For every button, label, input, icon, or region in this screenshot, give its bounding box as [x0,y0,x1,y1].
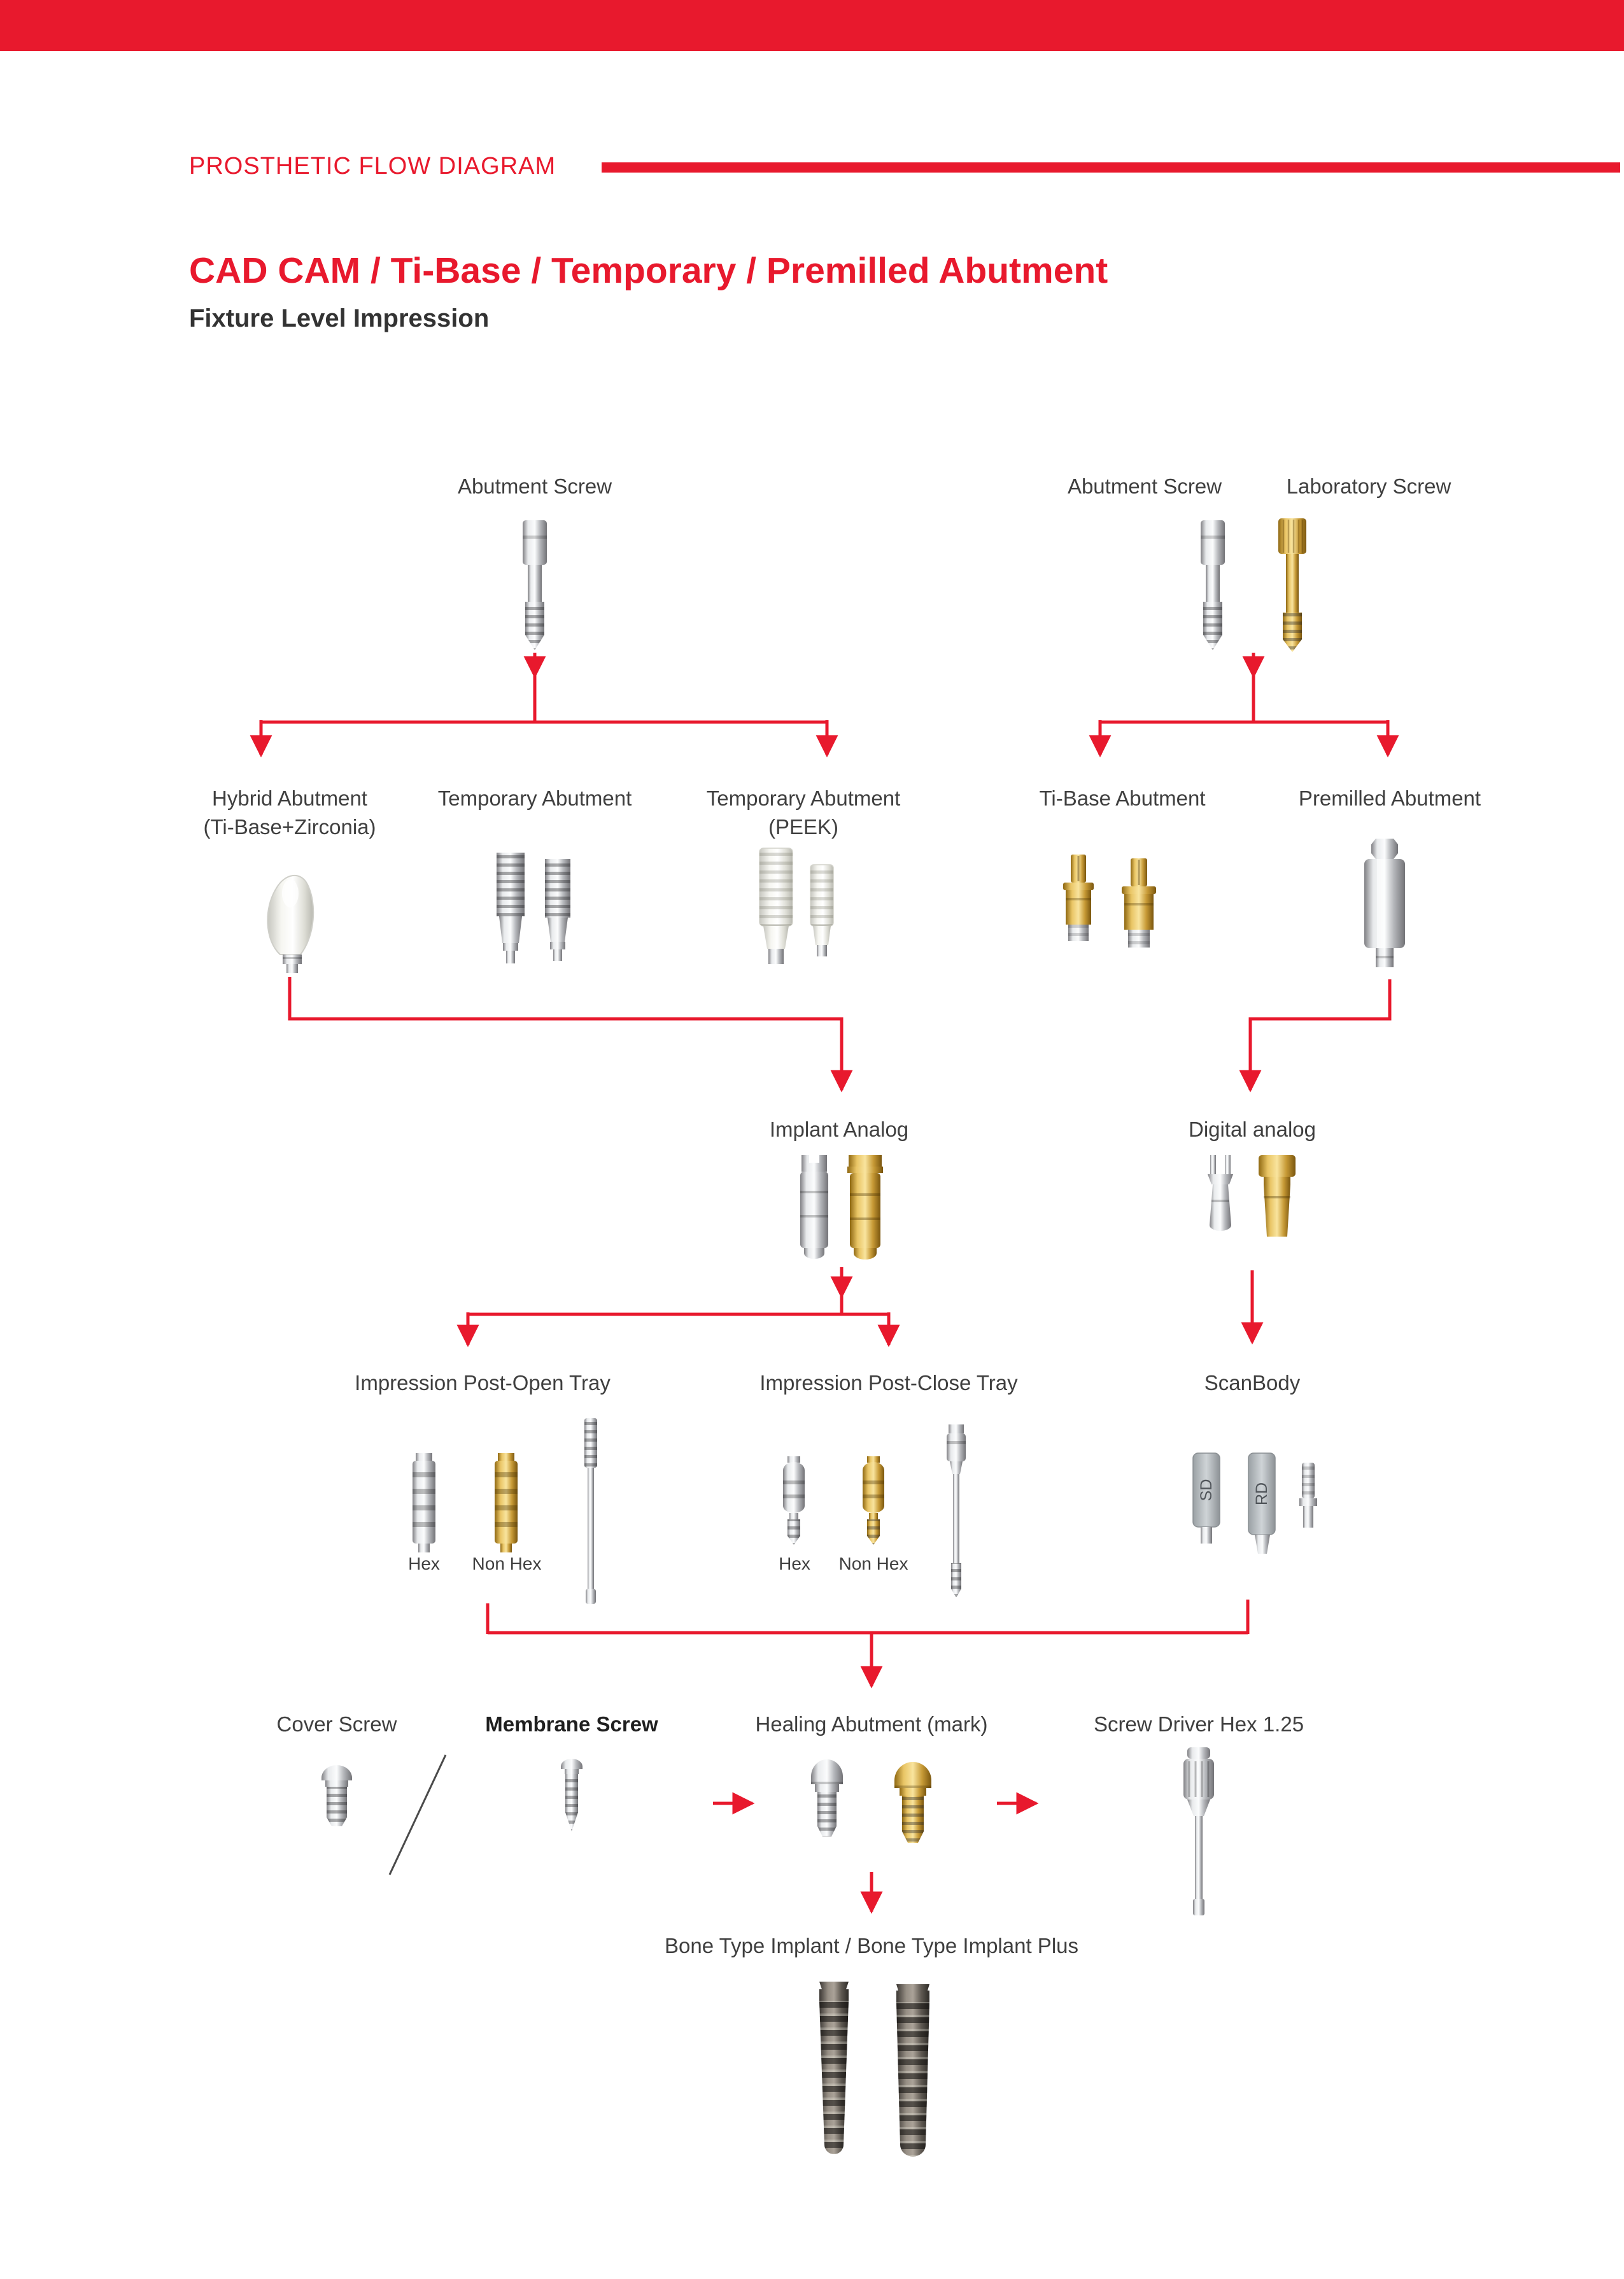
premilled-abutment-image [1364,839,1405,967]
label-close-nonhex: Non Hex [838,1554,908,1573]
laboratory-screw-image [1278,518,1306,652]
or-slash [388,1754,447,1875]
healing-abutment-silver-image [811,1759,843,1836]
impression-post-open-nonhex-image [495,1453,518,1552]
page-title: CAD CAM / Ti-Base / Temporary / Premille… [189,250,1108,291]
bone-type-implant-plus-image [896,1984,929,2157]
impression-post-close-hex-image [783,1456,805,1545]
label-open-nonhex: Non Hex [472,1554,542,1573]
page-subtitle: Fixture Level Impression [189,304,490,332]
label-close-hex: Hex [779,1554,810,1573]
abutment-screw-left-image [523,520,547,650]
digital-analog-image [1208,1155,1296,1237]
healing-abutment-gold-image [894,1762,931,1843]
connector-to-analogs [288,977,1392,1093]
tibase-abutment-image [1063,855,1156,948]
label-impression-post-open: Impression Post-Open Tray [355,1371,611,1395]
scanbody-rd-text: RD [1253,1482,1271,1505]
guide-pin-image [584,1418,597,1604]
top-red-bar [0,0,1624,51]
label-tibase-abutment: Ti-Base Abutment [1039,786,1206,810]
label-laboratory-screw: Laboratory Screw [1286,474,1451,498]
label-premilled-abutment: Premilled Abutment [1298,786,1481,810]
label-impression-post-close: Impression Post-Close Tray [759,1371,1018,1395]
label-temporary-abutment-peek: Temporary Abutment (PEEK) [707,785,900,841]
impression-post-close-nonhex-image [863,1456,884,1545]
eyebrow-rule [602,162,1620,173]
label-open-hex: Hex [408,1554,440,1573]
label-bone-type-implant: Bone Type Implant / Bone Type Implant Pl… [664,1934,1079,1957]
connector-to-healing [486,1600,1250,1914]
label-hybrid-abutment: Hybrid Abutment (Ti-Base+Zirconia) [203,785,376,841]
scanbody-sd-text: SD [1197,1479,1215,1502]
bone-type-implant-image [819,1982,849,2154]
label-line: Temporary Abutment [706,786,901,810]
scanbody-sd-image: SD [1192,1452,1220,1544]
connector-analog-to-posts [456,1267,1264,1347]
label-line: (PEEK) [768,814,839,839]
page-eyebrow: PROSTHETIC FLOW DIAGRAM [189,153,556,180]
screw-driver-image [1183,1747,1214,1915]
connector-right-screw [1089,653,1399,758]
implant-analog-image [800,1155,883,1260]
label-screw-driver: Screw Driver Hex 1.25 [1093,1712,1304,1736]
impression-post-open-hex-image [413,1453,435,1552]
membrane-screw-image [561,1759,583,1831]
label-cover-screw: Cover Screw [276,1712,397,1736]
label-abutment-screw-left: Abutment Screw [457,474,612,498]
close-tray-screw-image [947,1424,966,1598]
temporary-abutment-image [497,853,570,963]
label-line: Hybrid Abutment [212,786,367,810]
label-scanbody: ScanBody [1204,1371,1301,1395]
label-digital-analog: Digital analog [1189,1118,1316,1141]
hybrid-abutment-image [267,874,314,973]
label-membrane-screw: Membrane Screw [485,1712,658,1736]
label-healing-abutment: Healing Abutment (mark) [755,1712,988,1736]
scanbody-rd-image: RD [1248,1452,1276,1554]
label-temporary-abutment: Temporary Abutment [437,786,632,810]
label-abutment-screw-right: Abutment Screw [1067,474,1222,498]
connector-left-screw [250,653,838,758]
label-implant-analog: Implant Analog [769,1118,909,1141]
scanbody-small-image [1299,1463,1317,1528]
cover-screw-image [321,1765,352,1826]
abutment-screw-right-image [1201,520,1225,650]
label-line: (Ti-Base+Zirconia) [203,814,376,839]
temporary-abutment-peek-image [759,848,834,964]
